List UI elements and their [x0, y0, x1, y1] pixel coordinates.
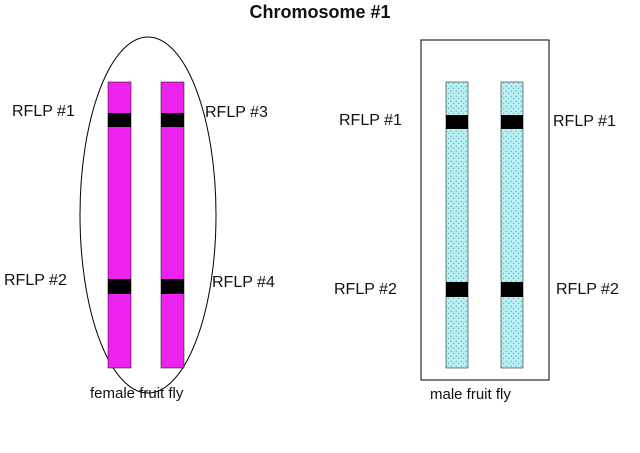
male-outline-box — [420, 39, 550, 381]
male-band-left-bottom — [446, 282, 468, 297]
female-outline-ellipse — [79, 36, 217, 394]
female-chromosome-left — [107, 81, 132, 369]
female-label-left-top: RFLP #1 — [12, 103, 75, 120]
male-label-left-top: RFLP #1 — [339, 112, 402, 129]
male-band-right-bottom — [501, 282, 523, 297]
diagram-title: Chromosome #1 — [249, 2, 391, 22]
female-caption: female fruit fly — [90, 385, 184, 402]
female-label-right-bottom: RFLP #4 — [212, 274, 275, 291]
female-label-right-top: RFLP #3 — [205, 104, 268, 121]
female-band-right-top — [161, 113, 184, 127]
female-band-right-bottom — [161, 279, 184, 294]
male-label-right-bottom: RFLP #2 — [556, 281, 619, 298]
male-label-right-top: RFLP #1 — [553, 113, 616, 130]
female-band-left-bottom — [108, 279, 131, 294]
female-chromosome-right — [160, 81, 185, 369]
female-band-left-top — [108, 113, 131, 127]
female-label-left-bottom: RFLP #2 — [4, 272, 67, 289]
male-band-left-top — [446, 115, 468, 129]
male-band-right-top — [501, 115, 523, 129]
male-label-left-bottom: RFLP #2 — [334, 281, 397, 298]
male-caption: male fruit fly — [430, 386, 511, 403]
